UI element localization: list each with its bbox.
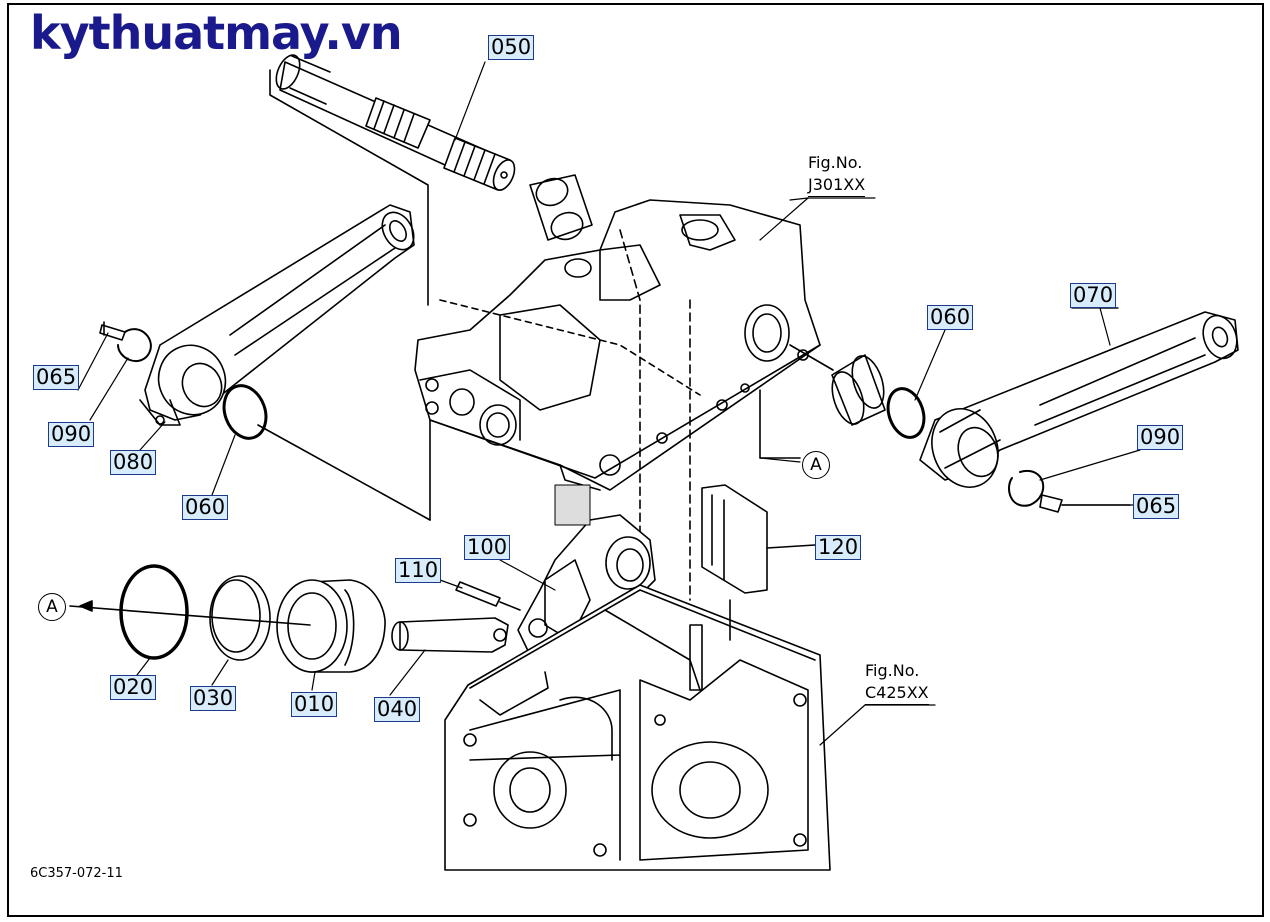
fig-ref-lower-label: Fig.No. bbox=[865, 661, 920, 680]
callout-010[interactable]: 010 bbox=[291, 692, 338, 717]
lift-crank-100 bbox=[517, 484, 656, 666]
callout-080[interactable]: 080 bbox=[110, 450, 157, 475]
callout-090-left[interactable]: 090 bbox=[48, 422, 95, 447]
lift-shaft-050 bbox=[269, 54, 516, 306]
leader-lines bbox=[77, 61, 1141, 746]
diagram-border bbox=[7, 3, 1264, 917]
fig-ref-lower-number[interactable]: C425XX bbox=[865, 682, 929, 705]
callout-060-right[interactable]: 060 bbox=[927, 305, 974, 330]
site-watermark: kythuatmay.vn bbox=[30, 6, 403, 60]
grease-fitting-065-right bbox=[1039, 494, 1131, 513]
plate-120 bbox=[701, 484, 816, 594]
callout-030[interactable]: 030 bbox=[190, 686, 237, 711]
snap-ring-090-right bbox=[1008, 469, 1045, 507]
callout-020[interactable]: 020 bbox=[110, 675, 157, 700]
fig-ref-upper: Fig.No. J301XX bbox=[808, 152, 866, 197]
leader-line bbox=[257, 424, 431, 521]
hydraulic-housing bbox=[414, 199, 821, 601]
figure-code: 6C357-072-11 bbox=[30, 866, 123, 881]
view-marker-a-left: A bbox=[38, 593, 66, 621]
callout-065-left[interactable]: 065 bbox=[33, 365, 80, 390]
callout-070[interactable]: 070 bbox=[1070, 283, 1117, 308]
o-ring-060-right bbox=[886, 387, 926, 439]
piston-rod-040 bbox=[391, 617, 509, 653]
lift-arm-070 bbox=[919, 311, 1239, 488]
bushing-right bbox=[789, 344, 886, 426]
piston-010 bbox=[276, 579, 386, 673]
fig-ref-lower: Fig.No. C425XX bbox=[865, 660, 929, 705]
transmission-case bbox=[444, 584, 831, 871]
o-ring-060-left bbox=[222, 384, 268, 440]
assembly-axis bbox=[69, 605, 311, 626]
callout-060-left[interactable]: 060 bbox=[182, 495, 229, 520]
bushing-upper bbox=[529, 174, 593, 241]
callout-065-right[interactable]: 065 bbox=[1133, 494, 1180, 519]
lift-arm-080 bbox=[139, 204, 415, 426]
callout-120[interactable]: 120 bbox=[815, 535, 862, 560]
fig-ref-upper-label: Fig.No. bbox=[808, 153, 863, 172]
callout-050[interactable]: 050 bbox=[488, 35, 535, 60]
fig-ref-upper-number[interactable]: J301XX bbox=[808, 174, 866, 197]
snap-ring-090-left bbox=[117, 328, 152, 362]
callout-100[interactable]: 100 bbox=[464, 535, 511, 560]
view-marker-a-right: A bbox=[802, 451, 830, 479]
callout-040[interactable]: 040 bbox=[374, 697, 421, 722]
grease-fitting-065-left bbox=[99, 321, 126, 341]
callout-090-right[interactable]: 090 bbox=[1137, 425, 1184, 450]
callout-110[interactable]: 110 bbox=[395, 558, 442, 583]
pin-110 bbox=[455, 581, 521, 611]
o-ring-020 bbox=[119, 564, 189, 660]
backup-ring-030 bbox=[209, 575, 271, 661]
